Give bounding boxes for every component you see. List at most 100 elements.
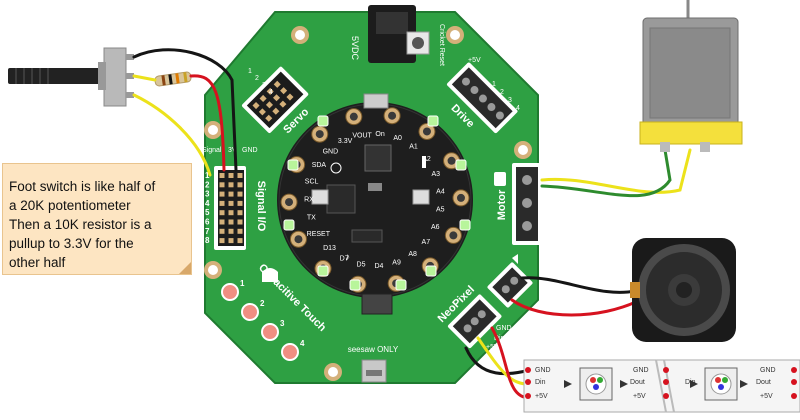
neopixel-led — [459, 219, 471, 231]
motor-icon — [494, 172, 506, 186]
signal-number: 1 — [205, 171, 210, 180]
signal-pin — [237, 228, 243, 234]
wire-green — [540, 148, 672, 198]
cpx-label: D5 — [357, 262, 366, 269]
cpx-label: A8 — [408, 251, 417, 258]
wire-red — [189, 74, 226, 172]
signal-pin — [237, 210, 243, 216]
servo-number: 1 — [248, 68, 252, 75]
drive-number: 4 — [516, 105, 520, 112]
resistor — [154, 71, 192, 87]
cpx-body — [277, 102, 473, 298]
signal-label: GND — [242, 147, 258, 154]
servo-numbers: 1 2 3 4 — [248, 68, 273, 96]
cpx-label: 3.3V — [338, 138, 353, 145]
neopixel-led — [395, 279, 407, 291]
touch-number: 1 — [240, 279, 245, 288]
wire-red — [510, 298, 642, 317]
signal-number: 4 — [205, 199, 210, 208]
neopixel-led — [287, 159, 299, 171]
music-note-icon: ♪ — [345, 252, 350, 263]
touch-pad-2[interactable] — [241, 303, 259, 321]
neopixel-led — [283, 219, 295, 231]
speaker-terminal — [487, 262, 533, 308]
seesaw-label: seesaw ONLY — [348, 345, 399, 354]
cricket-reset-label: Cricket Reset — [438, 24, 445, 66]
motor-terminal: Motor 1 2 GND — [494, 163, 559, 245]
motor-endcap — [639, 121, 743, 145]
signal-pin — [237, 173, 243, 178]
sticky-note: Foot switch is like half of a 20K potent… — [2, 163, 192, 275]
note-line: other half — [9, 255, 66, 270]
signal-number: 6 — [205, 218, 210, 227]
signal-pin — [228, 173, 234, 178]
signal-pin — [219, 238, 225, 244]
drive-number: +5V — [468, 57, 481, 64]
cpx-label: A4 — [436, 189, 445, 196]
wire-yellow — [132, 93, 212, 177]
signal-pin — [228, 191, 234, 197]
wire-yellow — [540, 148, 692, 194]
neopixel-pin-label: Din — [494, 335, 505, 342]
signal-pin — [228, 200, 234, 206]
cpx-chip — [326, 184, 356, 214]
signal-pin — [219, 182, 225, 188]
signal-pin — [228, 210, 234, 216]
signal-number: 7 — [205, 227, 210, 236]
speaker — [630, 238, 736, 342]
cpx-jst — [361, 293, 393, 315]
wire-black — [520, 276, 642, 294]
neopixel-pin-labels: GND Din +5V — [486, 325, 512, 351]
note-line: Foot switch is like half of — [9, 179, 156, 194]
drive-numbers: +5V 1 2 3 4 — [468, 57, 520, 112]
touch-number: 2 — [260, 299, 265, 308]
servo-number: 4 — [269, 89, 273, 96]
strip-pin-label: GND — [535, 367, 551, 374]
signal-number: 5 — [205, 208, 210, 217]
cpx-label: SCL — [305, 179, 319, 186]
neopixel-led — [317, 265, 329, 277]
signal-number: 2 — [205, 180, 210, 189]
strip-pin-label: +5V — [633, 393, 646, 400]
strip-pin-label: +5V — [760, 393, 773, 400]
signal-pin — [219, 210, 225, 216]
strip-pin-label: +5V — [535, 393, 548, 400]
hand-icon — [262, 268, 278, 282]
touch-pad-3[interactable] — [261, 323, 279, 341]
neopixel-strip: GND Din +5V GND Dout +5V Din GND Dout +5… — [523, 359, 800, 413]
motor-pin-label: 2 — [548, 189, 553, 198]
wire-red — [490, 326, 532, 400]
signal-number: 3 — [205, 190, 210, 199]
neopixel-led — [455, 159, 467, 171]
motor-label: Motor — [496, 189, 508, 220]
signal-pin — [228, 182, 234, 188]
cpx-button-a[interactable] — [311, 189, 329, 205]
touch-number: 3 — [280, 319, 285, 328]
strip-pin-label: Dout — [630, 379, 645, 386]
motor-pin-label: GND — [550, 213, 559, 231]
cpx-button-b[interactable] — [412, 189, 430, 205]
signal-pin — [237, 238, 243, 244]
cpx-label: On — [375, 131, 384, 138]
cpx-usb — [363, 93, 389, 109]
signal-pin — [237, 219, 243, 225]
note-line: a 20K potentiometer — [9, 198, 131, 213]
wire-black — [132, 48, 238, 172]
svdc-label: 5VDC — [350, 36, 360, 61]
neopixel-pin-label: +5V — [486, 344, 499, 351]
cpx-label: A3 — [431, 171, 440, 178]
cpx-label: D13 — [323, 245, 336, 252]
signal-pin — [237, 182, 243, 188]
cpx-label: D4 — [374, 263, 383, 270]
cpx-reset-button[interactable] — [368, 183, 382, 191]
cpx-label: RESET — [307, 231, 331, 238]
signal-pin — [237, 191, 243, 197]
signal-pin — [237, 200, 243, 206]
speaker-icon — [512, 254, 518, 264]
signal-label: Signal — [202, 147, 222, 154]
touch-pad-4[interactable] — [281, 343, 299, 361]
touch-pad-1[interactable] — [221, 283, 239, 301]
cpx-label: GND — [323, 148, 339, 155]
